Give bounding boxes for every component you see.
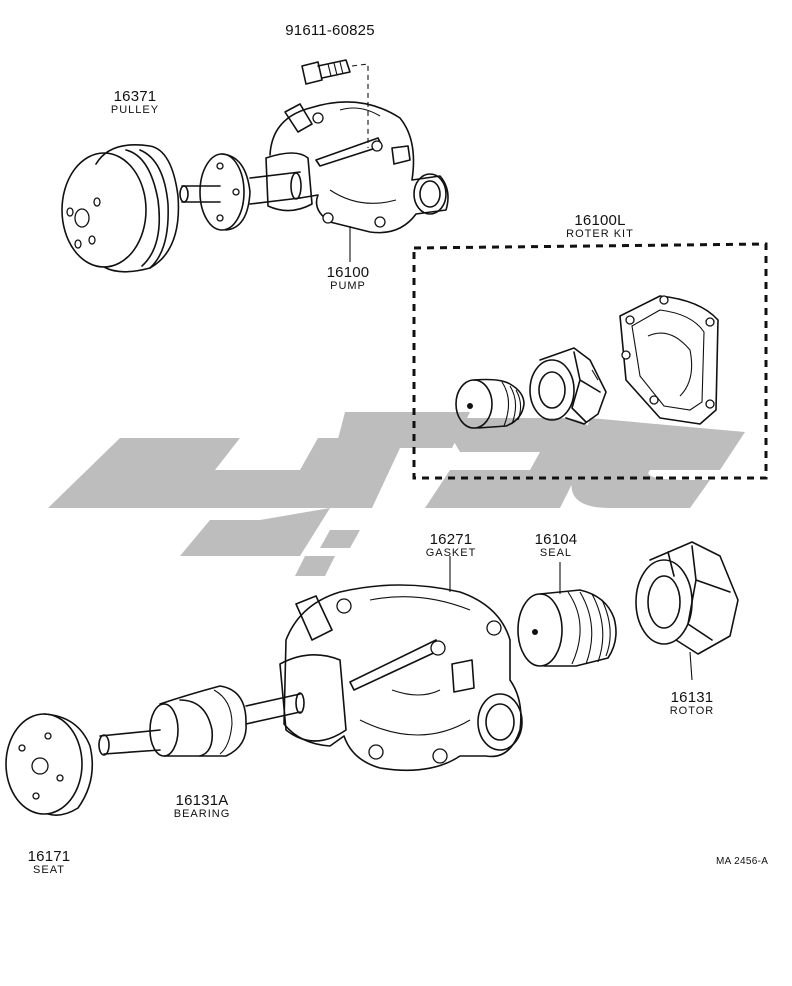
- part-label-pump: 16100 PUMP: [327, 265, 370, 292]
- part-label-seat: 16171 SEAT: [28, 849, 71, 876]
- part-label-gasket: 16271 GASKET: [426, 532, 477, 559]
- part-number: 16131: [670, 689, 714, 706]
- rotor-kit-frame: [412, 242, 768, 480]
- part-name: PUMP: [330, 280, 366, 292]
- part-label-pulley: 16371 PULLEY: [111, 89, 159, 116]
- watermark-logo: [48, 412, 745, 576]
- part-number: 91611-60825: [285, 22, 375, 39]
- part-name: SEAL: [539, 547, 573, 559]
- part-name: GASKET: [425, 547, 477, 559]
- kit-seal-drawing: [455, 378, 525, 429]
- pulley-drawing: [61, 144, 180, 273]
- rotor-drawing: [635, 541, 739, 681]
- part-name: PULLEY: [110, 104, 160, 116]
- part-number: 16131A: [175, 792, 229, 809]
- part-label-rotor-kit: 16100L ROTER KIT: [566, 213, 634, 240]
- part-label-bolt: 91611-60825: [285, 23, 375, 38]
- bearing-drawing: [98, 685, 305, 757]
- kit-gasket-drawing: [619, 295, 719, 425]
- part-number: 16104: [534, 531, 578, 548]
- seal-drawing: [517, 562, 617, 667]
- pump-drawing: [265, 101, 449, 262]
- part-number: 16171: [27, 848, 71, 865]
- part-name: ROTER KIT: [566, 228, 634, 240]
- diagram-reference-code: MA 2456-A: [716, 856, 769, 867]
- part-number: 16100L: [574, 212, 626, 229]
- part-number: 16271: [429, 531, 473, 548]
- part-name: ROTOR: [669, 705, 715, 717]
- part-number: 16371: [113, 88, 157, 105]
- part-name: SEAT: [33, 864, 65, 876]
- kit-rotor-drawing: [529, 347, 607, 425]
- part-label-bearing: 16131A BEARING: [174, 793, 231, 820]
- bolt-drawing: [301, 59, 369, 148]
- part-number: 16100: [326, 264, 370, 281]
- part-label-seal: 16104 SEAL: [535, 532, 578, 559]
- part-name: BEARING: [173, 808, 231, 820]
- hub-flange-drawing: [179, 153, 302, 231]
- part-label-rotor: 16131 ROTOR: [670, 690, 715, 717]
- seat-drawing: [5, 713, 94, 816]
- pump-body-bottom-drawing: [279, 556, 523, 772]
